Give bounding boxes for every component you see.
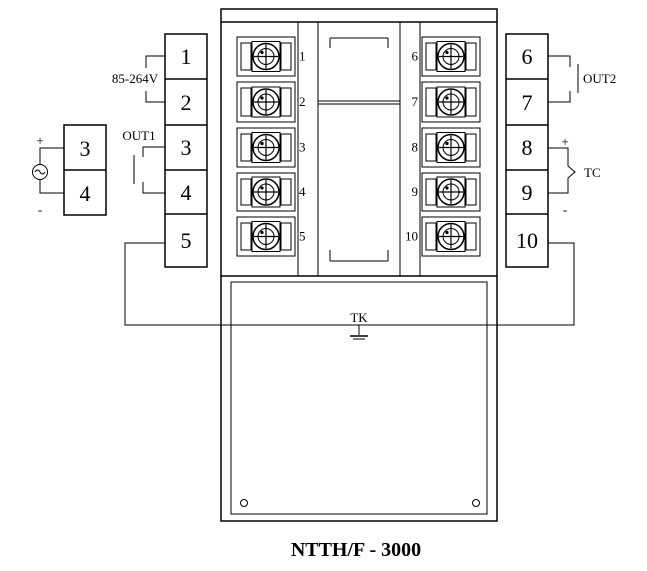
supply-voltage-label: 85-264V: [112, 71, 159, 86]
right-terminal-8-label: 8: [522, 135, 533, 160]
ac-source-terminal-block: 3 4 + -: [32, 124, 107, 217]
ac-minus-sign: -: [38, 202, 42, 217]
right-terminal-6-label: 6: [522, 44, 533, 69]
right-terminal-screws: 6 7 8 9 10: [405, 36, 481, 257]
ac-plus-sign: +: [36, 133, 43, 148]
screw-number-label: 5: [299, 229, 306, 244]
tk-label: TK: [350, 310, 368, 325]
terminal-screw: 6: [412, 36, 481, 77]
left-terminal-3-label: 3: [181, 135, 192, 160]
tc-label: TC: [584, 165, 601, 180]
left-terminal-4-label: 4: [181, 180, 192, 205]
out2-wiring: OUT2: [548, 55, 616, 103]
screw-number-label: 7: [412, 94, 419, 109]
terminal-screw: 2: [236, 81, 306, 123]
left-terminal-5-label: 5: [181, 228, 192, 253]
terminal-screw: 5: [236, 216, 306, 257]
screw-number-label: 1: [299, 49, 306, 64]
screw-number-label: 3: [299, 140, 306, 155]
out2-label: OUT2: [583, 71, 616, 86]
screw-number-label: 9: [412, 184, 419, 199]
left-terminal-block: 1 2 3 4 5: [164, 33, 208, 268]
terminal-screw: 10: [405, 216, 481, 257]
model-title: NTTH/F - 3000: [291, 539, 421, 561]
power-supply-wiring: 85-264V: [112, 55, 165, 103]
screw-number-label: 6: [412, 49, 419, 64]
terminal-screw: 4: [236, 172, 306, 212]
out1-label: OUT1: [122, 128, 155, 143]
ac-source-icon: [32, 164, 48, 180]
right-terminal-7-label: 7: [522, 90, 533, 115]
ac-terminal-4-label: 4: [80, 181, 91, 206]
screw-number-label: 2: [299, 94, 306, 109]
tc-plus-sign: +: [561, 134, 568, 149]
terminal-screw: 8: [412, 127, 481, 168]
terminal-screw: 9: [412, 172, 481, 212]
thermocouple-wiring: TC + -: [548, 134, 601, 217]
controller-housing: [220, 8, 498, 522]
tc-minus-sign: -: [563, 202, 567, 217]
screw-number-label: 8: [412, 140, 419, 155]
right-terminal-10-label: 10: [516, 228, 538, 253]
left-terminal-2-label: 2: [181, 90, 192, 115]
left-terminal-screws: 1 2 3 4 5: [236, 36, 306, 257]
screw-number-label: 4: [299, 184, 306, 199]
right-terminal-9-label: 9: [522, 180, 533, 205]
screw-number-label: 10: [405, 229, 418, 244]
tk-loop-wiring: TK: [124, 242, 575, 340]
ac-terminal-3-label: 3: [80, 136, 91, 161]
terminal-screw: 3: [236, 127, 306, 168]
right-terminal-block: 6 7 8 9 10: [505, 33, 549, 268]
terminal-screw: 1: [236, 36, 306, 77]
left-terminal-1-label: 1: [181, 44, 192, 69]
terminal-screw: 7: [412, 81, 481, 123]
out1-wiring: OUT1: [122, 128, 165, 194]
